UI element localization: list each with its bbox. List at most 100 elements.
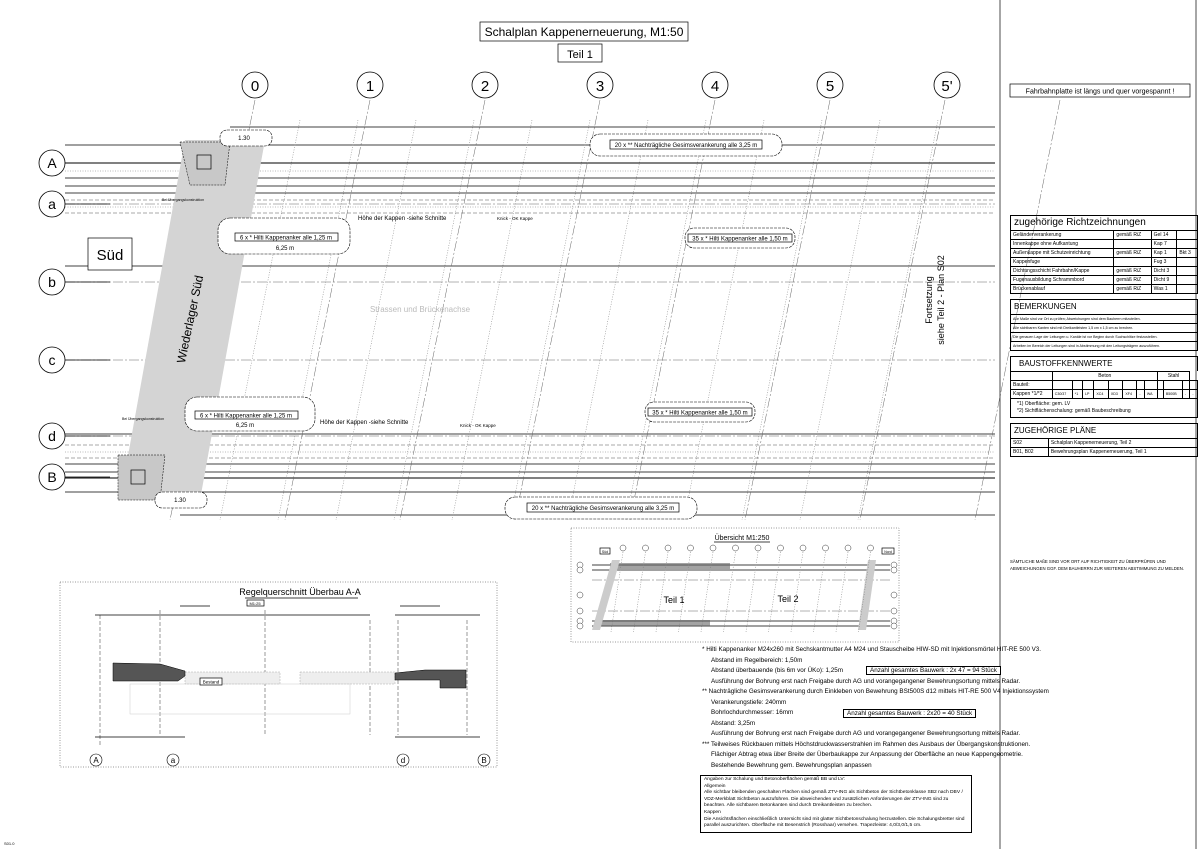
girder-outline (129, 683, 351, 715)
spec-general: Allgemein (704, 783, 726, 789)
bearing-top (196, 154, 212, 170)
overview-sud-box (599, 547, 611, 555)
remark-row: Alle Maße sind vor Ort zu prüfen; Abweic… (1010, 314, 1198, 324)
overview-axis-line (723, 551, 736, 633)
anchor-right-bottom-label: 35 x * Hilti Kappenanker alle 1,50 m (652, 411, 747, 417)
anchor-right-top-label: 35 x * Hilti Kappenanker alle 1,50 m (692, 237, 787, 243)
height-note-top: Höhe der Kappen -siehe Schnitte (358, 216, 447, 222)
overview-row-marker (890, 591, 898, 599)
overview-abutment-south (592, 560, 620, 630)
standard-drawing-cell (1176, 266, 1198, 276)
spec-caps: Kappen (704, 809, 721, 815)
overview-frame (570, 527, 900, 643)
knick-top: Knick - OK Kappe (497, 216, 533, 221)
standard-drawings-table: zugehörige Richtzeichnungen Geländervera… (1009, 215, 1198, 294)
column-axis-circle (586, 71, 614, 99)
cloud-dim-top (219, 129, 273, 147)
standard-drawing-cell: Dicht 3 (1150, 266, 1178, 276)
material-column-header (1071, 380, 1083, 390)
column-axis-label: 5' (941, 78, 952, 95)
section-title: Regelquerschnitt Überbau A-A (239, 587, 361, 597)
material-value: *1 (1071, 389, 1083, 399)
material-footnote-2: *2) Sichtflächenschalung: gemäß Baubesch… (1017, 408, 1131, 414)
standard-drawing-cell (1113, 257, 1152, 267)
column-axis-circle (241, 71, 269, 99)
material-values-title: BAUSTOFFKENNWERTE (1010, 356, 1198, 371)
height-note-bottom: Höhe der Kappen -siehe Schnitte (320, 420, 409, 426)
overview-row-marker (576, 566, 584, 574)
continuation-ref: siehe Teil 2 - Plan S02 (936, 255, 946, 344)
note1-spacing: Abstand im Regelbereich: 1,50m (711, 656, 803, 664)
anchor-count-1: Anzahl gesamtes Bauwerk : 2x 47 = 94 Stü… (866, 666, 1001, 675)
bestand-box (199, 677, 223, 686)
dim-bottom: 1.30 (174, 498, 186, 504)
standard-drawing-cell: Innenkappe ohne Aufkantung (1009, 239, 1115, 249)
row-axis-label: B (47, 469, 56, 485)
cap-section-right (394, 669, 467, 689)
existing-deck-left (184, 671, 281, 685)
overview-axis-marker (732, 544, 739, 552)
column-axis-circle (356, 71, 384, 99)
standard-drawing-cell (1176, 275, 1198, 285)
anchor-right-bottom-box (647, 407, 753, 417)
standard-drawing-cell: Brückenablauf (1009, 284, 1115, 294)
overview-row-marker (890, 566, 898, 574)
material-value: XD3 (1107, 389, 1124, 399)
material-value: XF4 (1122, 389, 1138, 399)
overview-axis-marker (822, 544, 829, 552)
note2-depth: Verankerungstiefe: 240mm (711, 698, 787, 706)
drawing-title: Schalplan Kappenerneuerung, M1:50 (485, 25, 684, 39)
column-axis-label: 0 (251, 78, 259, 95)
related-plan-cell: S02 (1010, 438, 1049, 448)
remark-row: Arbeiten im Bereich der Leitungen sind i… (1010, 341, 1198, 351)
column-axis-line (284, 99, 371, 521)
grout-anchor-label-bottom: 20 x ** Nachträgliche Gesimsverankerung … (532, 506, 674, 512)
prestress-note-box (1009, 83, 1191, 98)
standard-drawing-cell: Bkt 3 (1176, 248, 1198, 258)
spec-caps-text: Die Ansichtsflächen einschließlich Unter… (704, 816, 965, 829)
standard-drawings-title: zugehörige Richtzeichnungen (1010, 215, 1198, 230)
material-column-header (1107, 380, 1124, 390)
overview-axis-marker (664, 544, 672, 552)
column-axis-circle (701, 71, 729, 99)
overview-row-marker (890, 607, 898, 615)
material-column-header (1122, 380, 1138, 390)
plan-number: S01.0 (4, 841, 15, 846)
material-value: WA (1143, 389, 1158, 399)
standard-drawing-cell: Fug 3 (1150, 257, 1178, 267)
note2-diameter: Bohrlochdurchmesser: 16mm (711, 709, 794, 716)
grid-line (451, 119, 533, 521)
cloud-bottom-box (526, 502, 680, 513)
note2-execution: Ausführung der Bohrung erst nach Freigab… (711, 730, 1021, 737)
transition-top: Bei Übergangskonstruktion (162, 198, 204, 202)
column-axis-line (514, 99, 601, 521)
material-column-header (1189, 380, 1198, 390)
prestress-note: Fahrbahnplatte ist längs und quer vorges… (1026, 89, 1175, 96)
column-axis-label: 2 (481, 78, 489, 95)
bestand-label: Bestand (203, 680, 220, 685)
material-column-header (1136, 380, 1145, 390)
grid-line (509, 119, 591, 521)
section-scale: M1:25 (249, 601, 261, 606)
standard-drawing-cell: Was 1 (1150, 284, 1178, 294)
column-axis-label: 1 (366, 78, 374, 95)
standard-drawing-cell: Fugenausbildung Schrammbord (1009, 275, 1115, 285)
overview-row-marker (576, 591, 584, 599)
overview-axis-line (700, 551, 714, 633)
anchor-left-bottom-box (194, 410, 299, 420)
standard-drawing-cell: Dichtungsschicht Fahrbahn/Kappe (1009, 266, 1115, 276)
notes-block: * Hilti Kappenanker M24x260 mit Sechskan… (702, 645, 1049, 771)
overview-axis-line (835, 551, 849, 633)
note1-execution: Ausführung der Bohrung erst nach Freigab… (711, 677, 1021, 685)
standard-drawing-cell (1113, 239, 1152, 249)
material-footnote-1: *1) Oberfläche: gem. LV (1017, 401, 1071, 407)
overview-title: Übersicht M1:250 (715, 534, 770, 542)
material-column-header (1081, 380, 1095, 390)
remarks-block: BEMERKUNGEN Alle Maße sind vor Ort zu pr… (1010, 299, 1198, 351)
formwork-spec-box: Angaben zur Schalung und Betonoberfläche… (700, 775, 972, 833)
